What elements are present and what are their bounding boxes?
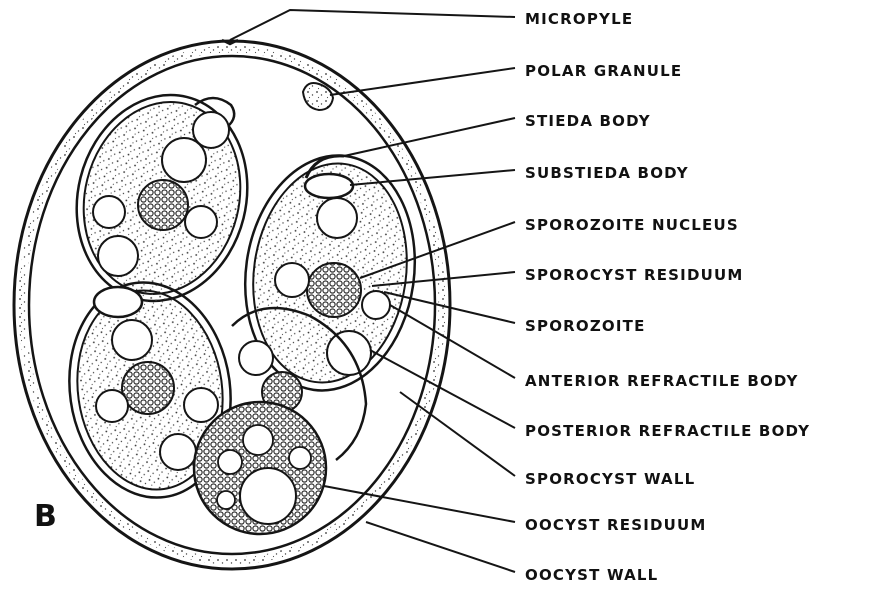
label-posterior-refractile-body: POSTERIOR REFRACTILE BODY	[525, 422, 810, 440]
label-sporozoite: SPOROZOITE	[525, 317, 646, 335]
label-sporozoite-nucleus: SPOROZOITE NUCLEUS	[525, 216, 739, 234]
label-anterior-refractile-body: ANTERIOR REFRACTILE BODY	[525, 372, 799, 390]
label-sporocyst-residuum: SPOROCYST RESIDUUM	[525, 266, 744, 284]
label-stieda-body: STIEDA BODY	[525, 112, 651, 130]
labels: MICROPYLE POLAR GRANULE STIEDA BODY SUBS…	[525, 10, 810, 584]
label-polar-granule: POLAR GRANULE	[525, 62, 682, 80]
posterior-refractile-body	[327, 331, 371, 375]
label-substieda-body: SUBSTIEDA BODY	[525, 164, 689, 182]
oocyst-residuum	[194, 402, 326, 534]
anterior-refractile-body	[362, 291, 390, 319]
substieda-body	[305, 174, 353, 198]
label-sporocyst-wall: SPOROCYST WALL	[525, 470, 695, 488]
sporozoite-nucleus	[307, 263, 361, 317]
label-oocyst-residuum: OOCYST RESIDUUM	[525, 516, 707, 534]
label-oocyst-wall: OOCYST WALL	[525, 566, 658, 584]
panel-letter: B	[34, 499, 57, 534]
sporocyst-top-left	[55, 77, 268, 319]
label-micropyle: MICROPYLE	[525, 10, 633, 28]
